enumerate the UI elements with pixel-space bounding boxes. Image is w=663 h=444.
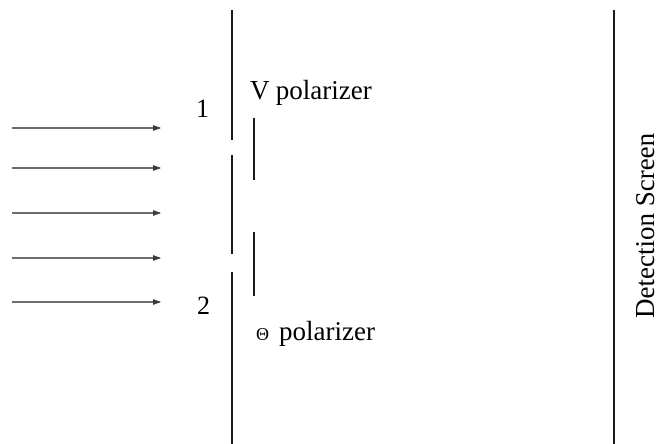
detection-screen-label: Detection Screen [630, 132, 660, 318]
slit-2-label: 2 [197, 291, 210, 320]
incoming-beam [12, 125, 161, 305]
v-polarizer-label: V polarizer [250, 75, 372, 105]
theta-polarizer-label: polarizer [279, 316, 375, 346]
slit-1-label: 1 [196, 94, 209, 123]
theta-symbol: Θ [256, 324, 269, 344]
